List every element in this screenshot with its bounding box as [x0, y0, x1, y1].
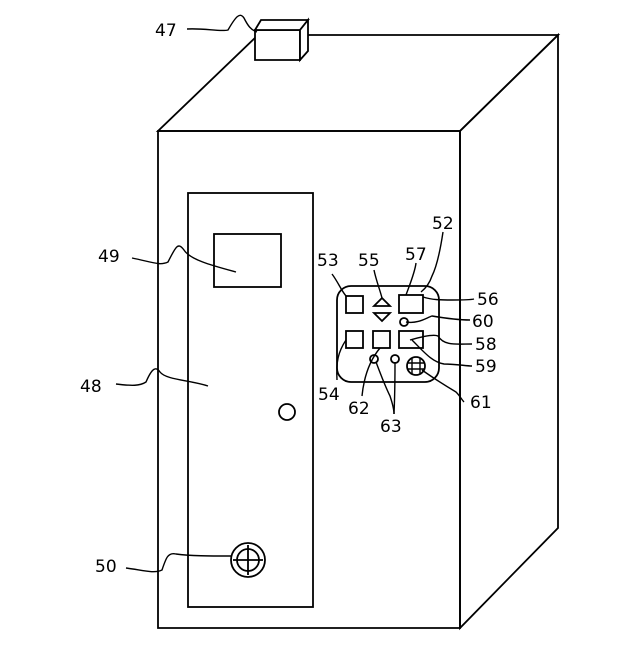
vent-icon [231, 543, 265, 577]
label-55: 55 [358, 251, 380, 271]
label-48: 48 [80, 377, 102, 397]
label-57: 57 [405, 245, 427, 265]
label-63: 63 [380, 417, 402, 437]
cabinet-top [158, 35, 558, 131]
label-58: 58 [475, 335, 497, 355]
cabinet-front [158, 131, 460, 628]
label-61: 61 [470, 393, 492, 413]
camera-box [255, 20, 308, 60]
label-52: 52 [432, 214, 454, 234]
label-59: 59 [475, 357, 497, 377]
label-60: 60 [472, 312, 494, 332]
label-62: 62 [348, 399, 370, 419]
label-53: 53 [317, 251, 339, 271]
label-50: 50 [95, 557, 117, 577]
label-47: 47 [155, 21, 177, 41]
label-49: 49 [98, 247, 120, 267]
label-56: 56 [477, 290, 499, 310]
label-54: 54 [318, 385, 340, 405]
